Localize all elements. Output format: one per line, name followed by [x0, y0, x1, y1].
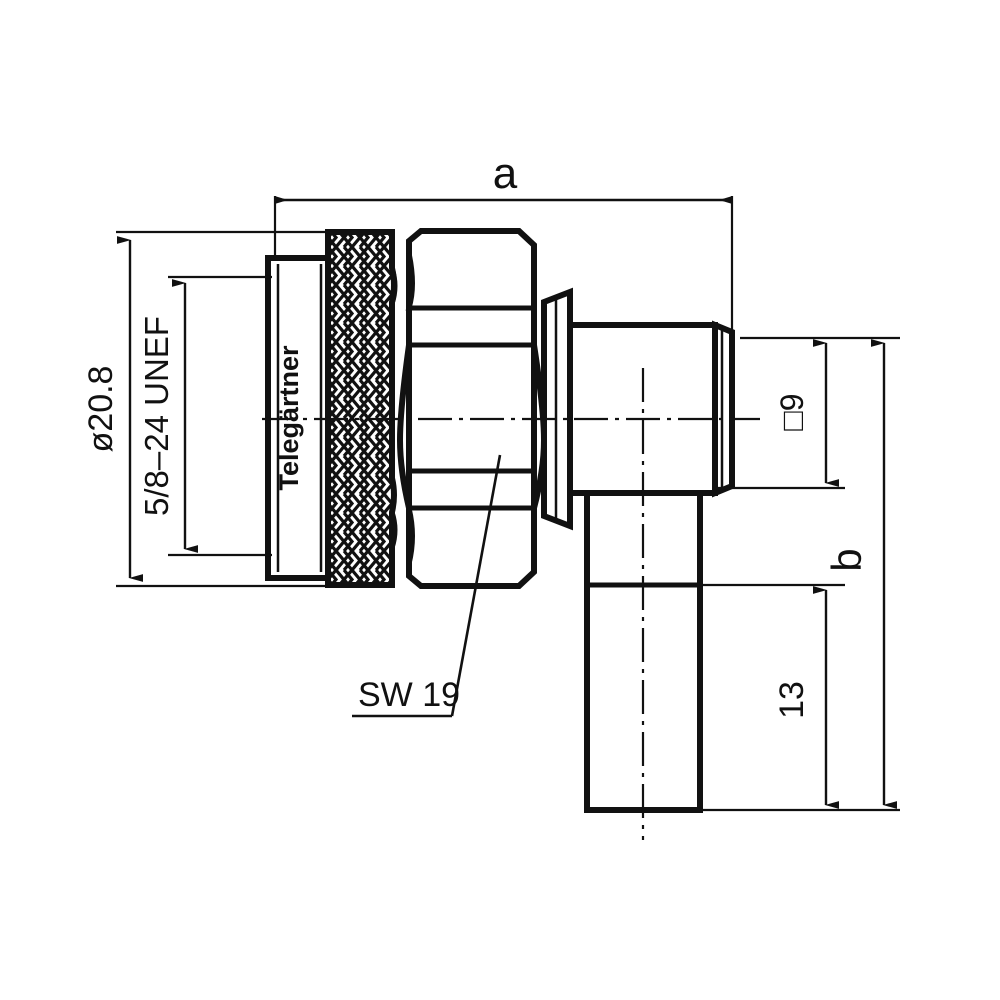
hex-body-sw19: [396, 228, 548, 589]
barrel-end-cap: [712, 320, 735, 498]
dim-label-height-b: b: [823, 548, 870, 571]
brand-marking: Telegärtner: [274, 345, 304, 491]
dim-label-a: a: [493, 149, 518, 198]
callout-sw19: SW 19: [352, 454, 502, 718]
transition-ring: [389, 267, 398, 549]
callout-sw19-leader: [450, 454, 502, 717]
callout-sw19-label: SW 19: [358, 676, 460, 714]
dimension-lines: [117, 196, 897, 809]
flange-collar: [541, 287, 573, 531]
dim-label-square-nine: □9: [774, 393, 810, 430]
dim-label-cable-entry-13: 13: [773, 681, 811, 719]
knurled-grip-ring: [325, 229, 397, 588]
dim-label-thread: 5/8–24 UNEF: [138, 316, 175, 516]
extension-lines: [116, 196, 900, 812]
centrelines: [262, 368, 760, 840]
dim-label-outer-diameter: ø20.8: [82, 366, 120, 453]
